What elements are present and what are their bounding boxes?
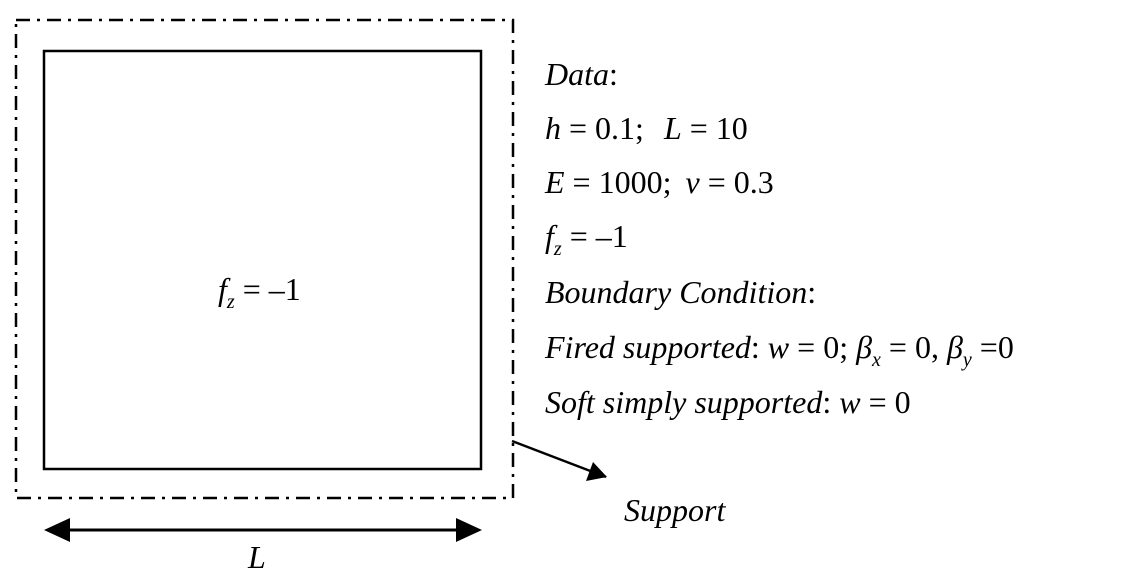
load-value: = –1	[234, 271, 301, 307]
data-line-h-L: h = 0.1; L = 10	[545, 112, 748, 144]
bc-soft-line: Soft simply supported: w = 0	[545, 386, 911, 418]
beta-x-symbol: β	[856, 329, 873, 365]
fz-value: = –1	[561, 218, 628, 254]
bc-heading-colon: :	[807, 274, 817, 310]
support-arrow-head	[586, 462, 607, 481]
beta-y-symbol: β	[946, 329, 963, 365]
soft-w-value: = 0	[860, 384, 911, 420]
L-value: = 10	[681, 110, 748, 146]
beta-y-value: =0	[971, 329, 1014, 365]
fixed-label: Fired supported	[545, 329, 751, 365]
data-line-fz: fz = –1	[545, 218, 628, 259]
soft-label: Soft simply supported	[545, 384, 823, 420]
load-symbol: f	[218, 271, 227, 307]
beta-x-subscript: x	[872, 349, 881, 371]
dimension-arrow-right-head	[456, 518, 482, 542]
fz-symbol: f	[545, 218, 554, 254]
nu-symbol: v	[685, 164, 700, 200]
dimension-arrow-left-head	[44, 518, 70, 542]
beta-x-value: = 0,	[880, 329, 947, 365]
fixed-w-symbol: w	[767, 329, 790, 365]
h-value: = 0.1;	[561, 110, 644, 146]
dimension-label: L	[248, 539, 266, 575]
data-heading: Data:	[545, 58, 618, 90]
data-heading-colon: :	[609, 56, 618, 92]
E-symbol: E	[545, 164, 565, 200]
fixed-colon: :	[750, 329, 760, 365]
support-label: Support	[624, 492, 726, 528]
E-value: = 1000;	[564, 164, 672, 200]
L-symbol: L	[663, 110, 682, 146]
plate-outline	[42, 49, 483, 471]
data-line-E-nu: E = 1000; v = 0.3	[545, 166, 774, 198]
h-symbol: h	[545, 110, 561, 146]
support-boundary	[14, 18, 515, 500]
plate-load-label: fz = –1	[218, 271, 301, 312]
bc-heading-text: Boundary Condition	[545, 274, 808, 310]
load-subscript: z	[226, 291, 235, 313]
beta-y-subscript: y	[962, 349, 972, 371]
bc-fixed-line: Fired supported: w = 0; βx = 0, βy =0	[545, 329, 1014, 370]
nu-value: = 0.3	[699, 164, 774, 200]
soft-colon: :	[822, 384, 832, 420]
fixed-w-value: = 0;	[789, 329, 857, 365]
bc-heading: Boundary Condition:	[545, 276, 816, 308]
fz-subscript: z	[553, 238, 562, 260]
soft-w-symbol: w	[839, 384, 861, 420]
data-heading-text: Data	[545, 56, 609, 92]
